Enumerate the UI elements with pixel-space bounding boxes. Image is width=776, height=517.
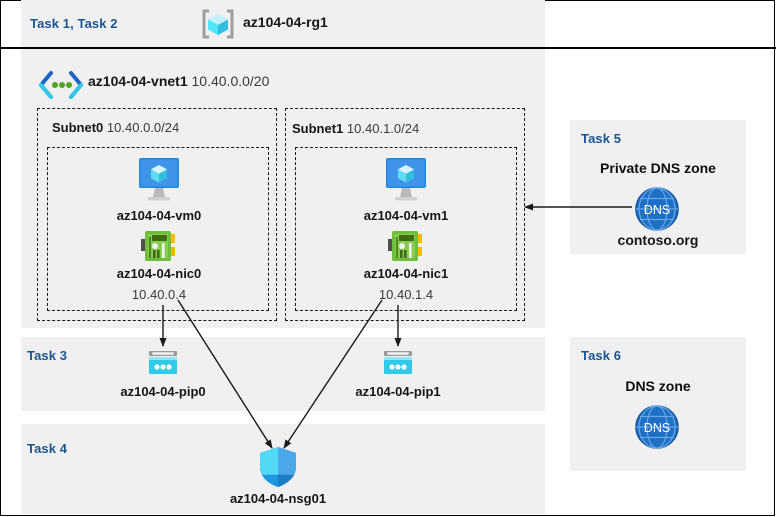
virtual-network-icon: [38, 70, 84, 100]
dns-icon-text-6: DNS: [644, 421, 670, 435]
subnet-1-resources-box: [295, 147, 517, 311]
nic-1-label: az104-04-nic1: [363, 266, 449, 281]
resource-group-icon: [200, 8, 236, 40]
dns-zone-icon: DNS: [634, 404, 680, 450]
nic-0-label: az104-04-nic0: [116, 266, 202, 281]
virtual-machine-icon: [378, 156, 434, 202]
virtual-network-cidr: 10.40.0.0/20: [191, 73, 270, 89]
nic-1-private-ip: 10.40.1.4: [378, 287, 434, 302]
dns-zone-icon: DNS: [634, 186, 680, 232]
vm-0-label: az104-04-vm0: [116, 208, 202, 223]
virtual-network-name: az104-04-vnet1: [88, 73, 188, 89]
dns-zone-heading: DNS zone: [625, 378, 691, 394]
subnet-0-name: Subnet0: [52, 120, 104, 135]
public-ip-address-icon: [146, 350, 180, 378]
subnet-0-boundary: [37, 108, 277, 321]
subnet-0-cidr: 10.40.0.0/24: [106, 120, 180, 135]
subnet-1-boundary: [285, 108, 525, 321]
nsg-label: az104-04-nsg01: [229, 491, 327, 506]
resource-group-name: az104-04-rg1: [243, 14, 328, 30]
task-3-panel: [21, 337, 545, 411]
network-interface-icon: [388, 229, 424, 263]
vm-1-label: az104-04-vm1: [363, 208, 449, 223]
resource-group-banner: [21, 0, 545, 47]
task-label-3: Task 3: [27, 348, 68, 363]
subnet-0-resources-box: [47, 147, 269, 311]
public-ip-address-icon: [381, 350, 415, 378]
subnet-1-title: Subnet1 10.40.1.0/24: [292, 121, 419, 136]
private-dns-zone-heading: Private DNS zone: [600, 160, 716, 176]
subnet-1-cidr: 10.40.1.0/24: [346, 121, 420, 136]
dns-icon-text-5: DNS: [644, 203, 670, 217]
task-5-panel: [570, 120, 746, 254]
virtual-network-panel: [21, 49, 545, 328]
pip-1-label: az104-04-pip1: [355, 384, 441, 399]
nic-0-private-ip: 10.40.0.4: [131, 287, 187, 302]
network-security-group-icon: [258, 446, 298, 488]
task-label-6: Task 6: [581, 348, 622, 363]
pip-0-label: az104-04-pip0: [120, 384, 206, 399]
virtual-network-title: az104-04-vnet1 10.40.0.0/20: [88, 73, 269, 89]
task-label-4: Task 4: [27, 441, 68, 456]
private-dns-zone-name: contoso.org: [617, 232, 699, 248]
subnet-0-title: Subnet0 10.40.0.0/24: [52, 120, 179, 135]
task-label-1-2: Task 1, Task 2: [30, 16, 118, 31]
network-interface-icon: [141, 229, 177, 263]
subnet-1-name: Subnet1: [292, 121, 344, 136]
task-label-5: Task 5: [581, 131, 622, 146]
resource-group-divider: [0, 47, 776, 49]
virtual-machine-icon: [131, 156, 187, 202]
